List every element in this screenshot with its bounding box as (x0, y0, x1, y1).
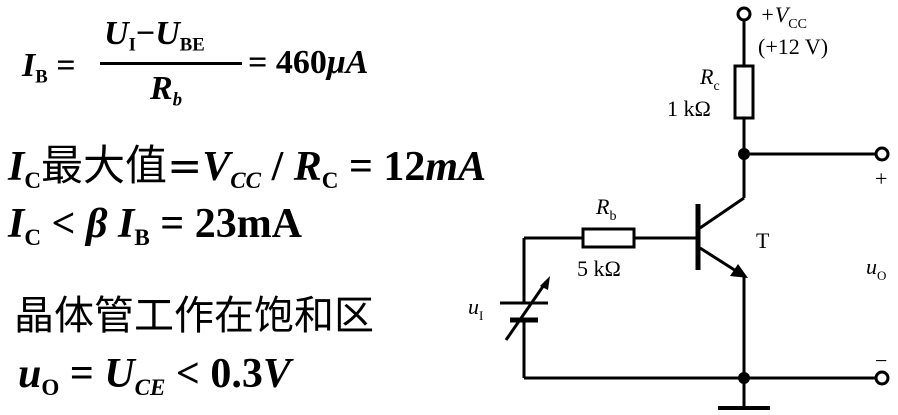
emitter-arrow (730, 264, 748, 278)
output-minus-sign: − (875, 348, 887, 373)
eq1-denominator: Rb (150, 70, 183, 111)
vcc-value: (+12 V) (758, 34, 828, 59)
rc-value: 1 kΩ (667, 96, 711, 121)
eq1-lhs-sub: B (35, 66, 48, 88)
rb-value: 5 kΩ (577, 256, 621, 281)
eq1-lhs-var: I (22, 47, 36, 84)
rb-resistor (581, 227, 636, 249)
equation-uo: uO = UCE < 0.3V (18, 351, 291, 401)
rb-label: Rb (595, 194, 616, 224)
transistor-label: T (756, 228, 770, 253)
rc-resistor (733, 64, 755, 120)
source-variable-arrow (504, 281, 548, 341)
rc-label: Rc (699, 64, 720, 94)
eq1-rhs: = 460μA (248, 44, 369, 81)
vcc-label: +VCC (760, 2, 807, 32)
saturation-statement: 晶体管工作在饱和区 (14, 293, 374, 339)
node-collector (738, 148, 750, 160)
equation-ic-compare: IC < β IB = 23mA (8, 201, 303, 251)
uo-label: uO (866, 254, 886, 283)
output-plus-sign: + (875, 166, 887, 191)
equation-ib: IB = (22, 47, 76, 88)
eq1-fraction-bar (100, 62, 242, 65)
output-plus-terminal (874, 146, 890, 162)
equation-ic-max: IC最大值=VCC / RC = 12mA (8, 141, 487, 194)
transistor-collector-lead (699, 196, 745, 230)
ui-label: uI (468, 294, 483, 323)
output-minus-terminal (874, 370, 890, 386)
eq1-numerator: UI−UBE (104, 15, 205, 56)
vcc-terminal (736, 6, 752, 22)
source-arrow-head (540, 276, 550, 290)
node-ground (738, 372, 750, 384)
